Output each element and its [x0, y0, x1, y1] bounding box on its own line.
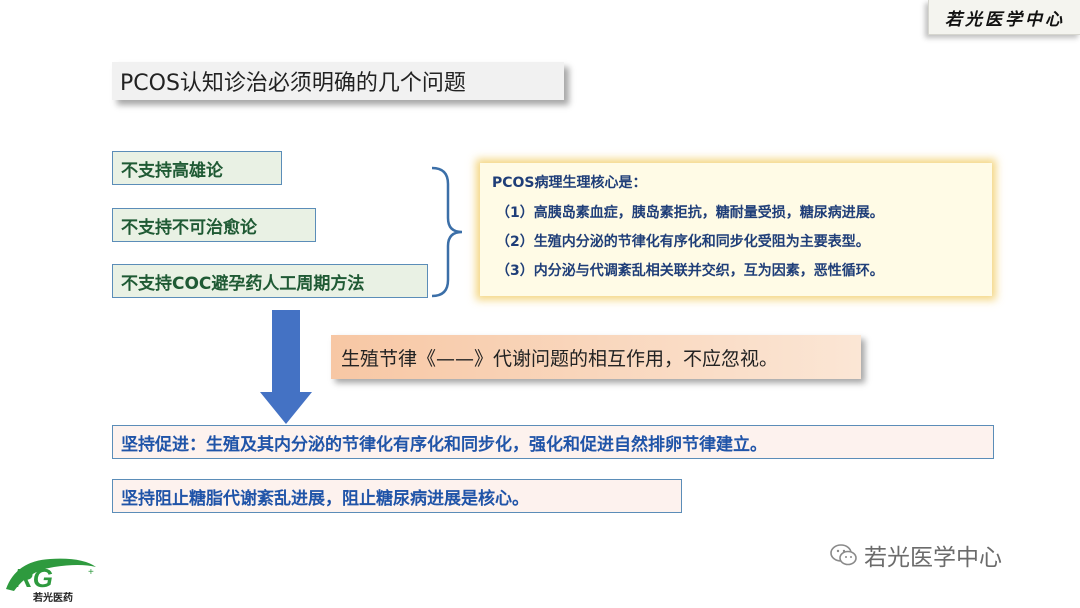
conclusion-2: 坚持阻止糖脂代谢紊乱进展，阻止糖尿病进展是核心。	[112, 479, 682, 513]
watermark-text: 若光医学中心	[864, 545, 1002, 571]
curly-bracket	[431, 166, 463, 298]
core-item-3: （3）内分泌与代调紊乱相关联并交织，互为因素，恶性循环。	[496, 263, 884, 279]
slide-title: PCOS认知诊治必须明确的几个问题	[112, 62, 564, 100]
down-arrow-icon	[260, 310, 312, 424]
interaction-note: 生殖节律《——》代谢问题的相互作用，不应忽视。	[331, 335, 861, 379]
core-heading: PCOS病理生理核心是：	[492, 175, 647, 191]
left-item-1: 不支持高雄论	[112, 151, 282, 185]
wechat-watermark: 若光医学中心	[830, 540, 1002, 571]
rg-logo: RG +	[6, 558, 96, 593]
core-item-2: （2）生殖内分泌的节律化有序化和同步化受阻为主要表型。	[496, 234, 870, 250]
wechat-icon	[830, 544, 857, 566]
conclusion-1: 坚持促进：生殖及其内分泌的节律化有序化和同步化，强化和促进自然排卵节律建立。	[112, 425, 994, 459]
logo-initials: RG	[14, 563, 53, 593]
core-item-1: （1）高胰岛素血症，胰岛素拒抗，糖耐量受损，糖尿病进展。	[496, 205, 884, 221]
brand-badge: 若光医学中心	[928, 0, 1080, 35]
left-item-3: 不支持COC避孕药人工周期方法	[112, 264, 428, 298]
logo-text: 若光医药	[33, 593, 73, 604]
svg-text:+: +	[88, 567, 94, 578]
left-item-2: 不支持不可治愈论	[112, 208, 316, 242]
pathophysiology-core-box: PCOS病理生理核心是： （1）高胰岛素血症，胰岛素拒抗，糖耐量受损，糖尿病进展…	[480, 163, 992, 296]
